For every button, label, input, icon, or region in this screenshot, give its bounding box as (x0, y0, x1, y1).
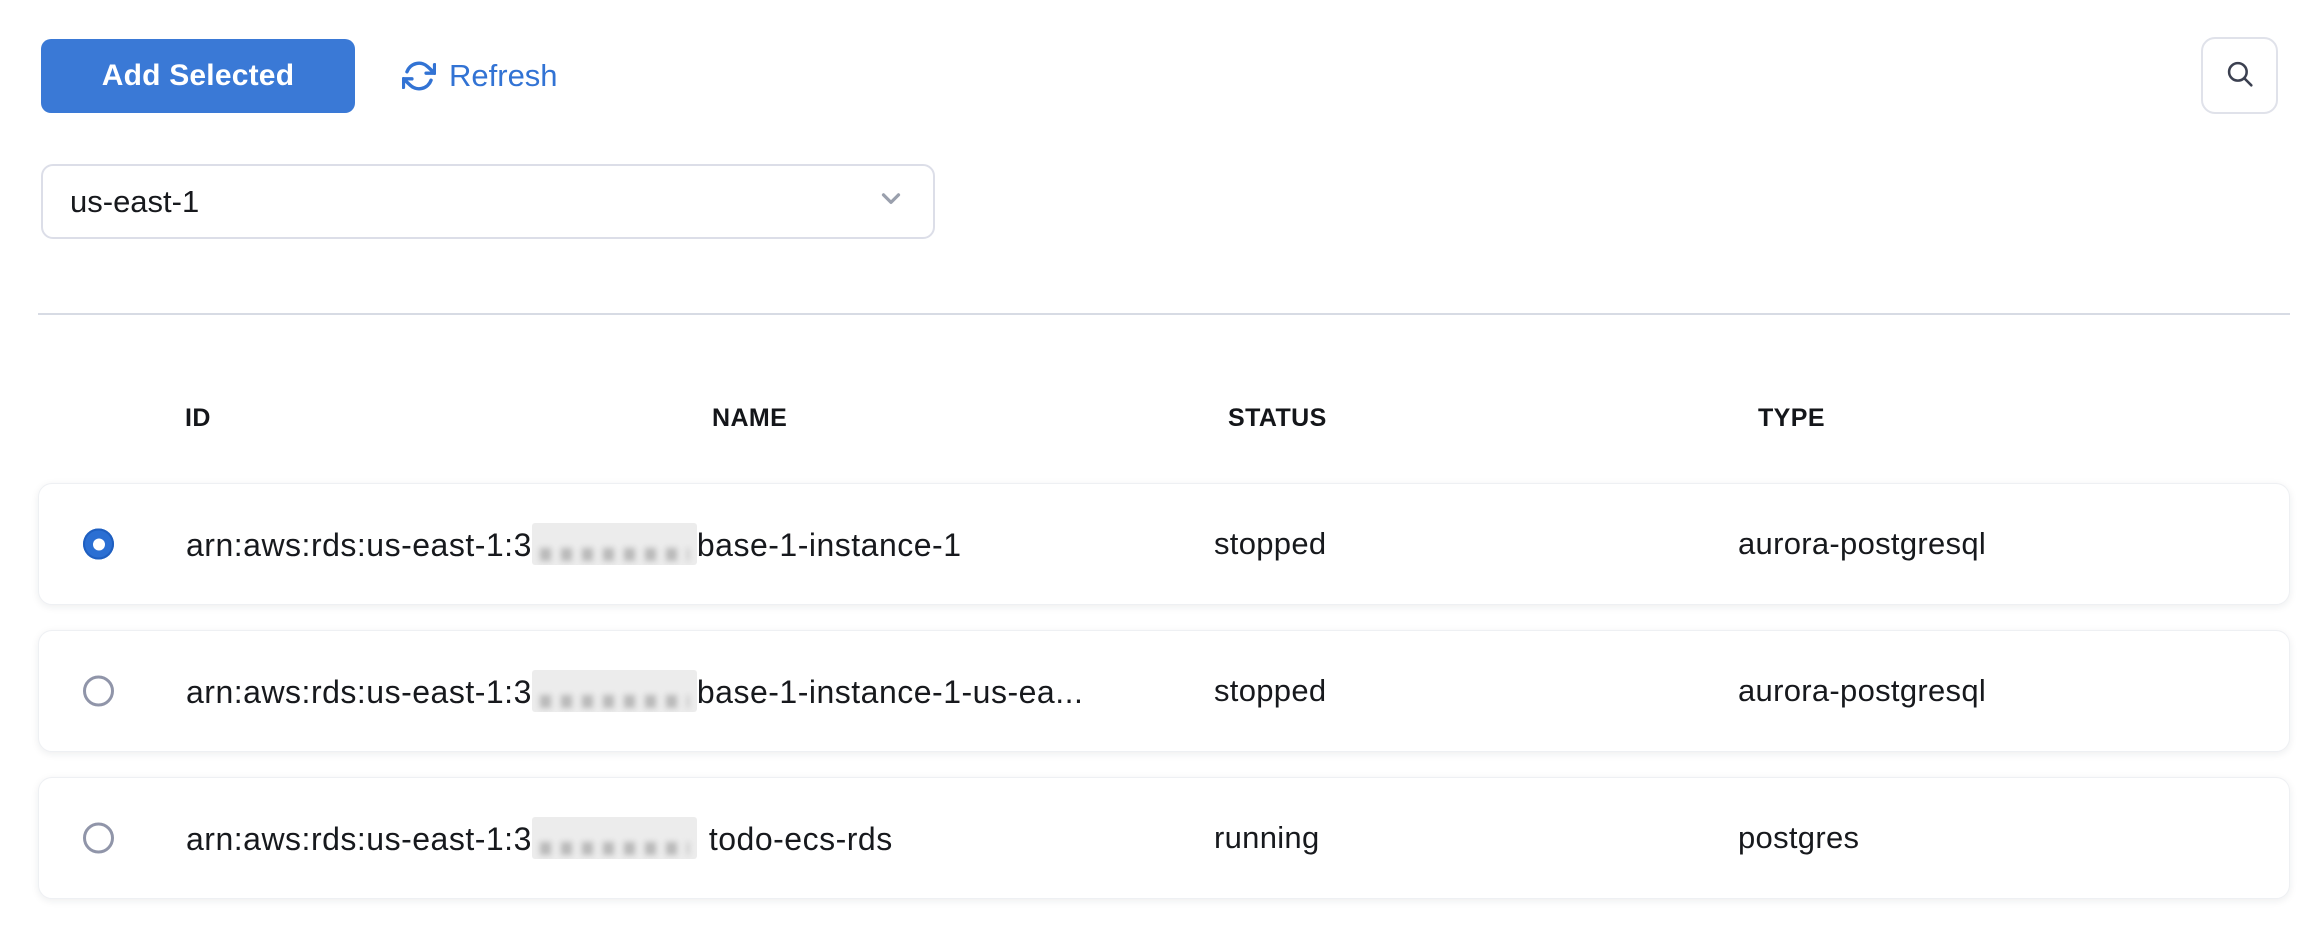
instance-id-cell: arn:aws:rds:us-east-1:3 todo-ecs-rds (186, 817, 893, 859)
refresh-icon (402, 59, 436, 93)
instance-name: base-1-instance-1-us-ea... (696, 674, 1084, 710)
refresh-button[interactable]: Refresh (402, 39, 558, 113)
chevron-down-icon (876, 183, 906, 221)
status-cell: stopped (1214, 673, 1327, 708)
radio-button[interactable] (83, 675, 114, 707)
add-selected-button[interactable]: Add Selected (41, 39, 355, 113)
region-dropdown-value: us-east-1 (70, 183, 200, 219)
arn-prefix: arn:aws:rds:us-east-1:3 (186, 821, 532, 857)
redacted-account-id (531, 523, 697, 565)
divider (38, 313, 2290, 315)
type-cell: aurora-postgresql (1738, 526, 1987, 561)
arn-prefix: arn:aws:rds:us-east-1:3 (186, 527, 532, 563)
table-row[interactable]: arn:aws:rds:us-east-1:3 base-1-instance-1… (38, 483, 2290, 605)
search-button[interactable] (2201, 37, 2278, 114)
status-cell: stopped (1214, 526, 1327, 561)
type-cell: postgres (1738, 820, 1860, 855)
instance-id-cell: arn:aws:rds:us-east-1:3 base-1-instance-1 (186, 523, 962, 565)
column-header-type: TYPE (1758, 404, 1825, 432)
instance-id-cell: arn:aws:rds:us-east-1:3 base-1-instance-1… (186, 670, 1083, 712)
table-row[interactable]: arn:aws:rds:us-east-1:3 todo-ecs-rds runn… (38, 777, 2290, 899)
search-icon (2223, 57, 2257, 94)
refresh-label: Refresh (449, 58, 558, 93)
arn-prefix: arn:aws:rds:us-east-1:3 (186, 674, 532, 710)
column-header-id: ID (185, 404, 211, 432)
redacted-account-id (531, 817, 697, 859)
table-header: ID NAME STATUS TYPE (0, 404, 2298, 454)
status-cell: running (1214, 820, 1320, 855)
type-cell: aurora-postgresql (1738, 673, 1987, 708)
column-header-status: STATUS (1228, 404, 1327, 432)
redacted-account-id (531, 670, 697, 712)
region-dropdown[interactable]: us-east-1 (41, 164, 935, 239)
instance-name: base-1-instance-1 (696, 527, 962, 563)
table-row[interactable]: arn:aws:rds:us-east-1:3 base-1-instance-1… (38, 630, 2290, 752)
radio-button[interactable] (83, 822, 114, 854)
column-header-name: NAME (712, 404, 788, 432)
radio-button[interactable] (83, 528, 114, 560)
instance-name: todo-ecs-rds (708, 821, 893, 857)
